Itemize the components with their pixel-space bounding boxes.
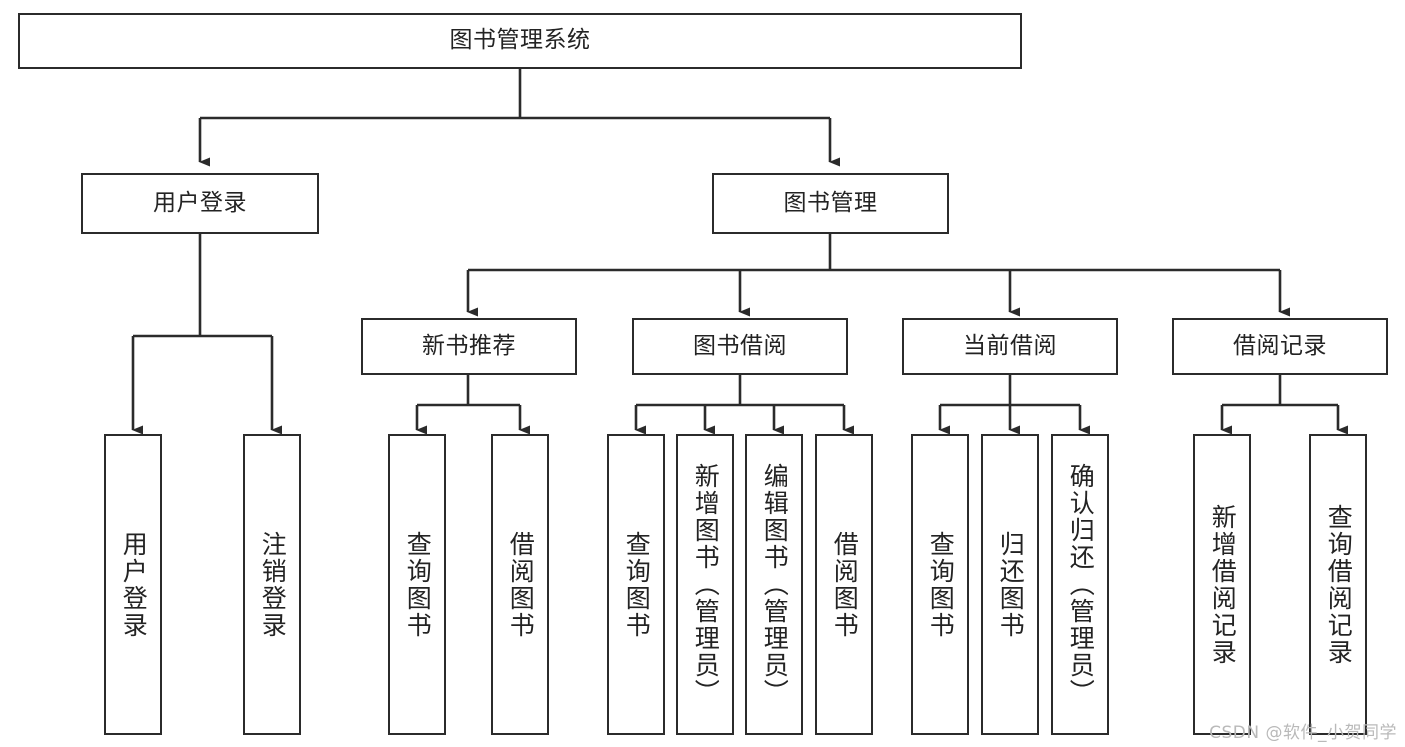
leaf-borrow-book-borrow[interactable]: 借阅图书 bbox=[815, 434, 873, 735]
node-label: 查询图书 bbox=[403, 530, 433, 639]
node-label: 新书推荐 bbox=[422, 332, 516, 359]
node-label: 借阅记录 bbox=[1233, 332, 1327, 359]
leaf-query-book-new-recommend[interactable]: 查询图书 bbox=[388, 434, 446, 735]
leaf-user-login[interactable]: 用户登录 bbox=[104, 434, 162, 735]
node-label: 借阅图书 bbox=[830, 530, 860, 639]
node-label: 图书借阅 bbox=[693, 332, 787, 359]
node-label: 查询借阅记录 bbox=[1324, 503, 1354, 666]
node-root-book-management-system[interactable]: 图书管理系统 bbox=[18, 13, 1022, 69]
node-label: 编辑图书（管理员） bbox=[760, 463, 790, 706]
leaf-query-borrow-record[interactable]: 查询借阅记录 bbox=[1309, 434, 1367, 735]
node-label: 确认归还（管理员） bbox=[1066, 463, 1096, 706]
node-current-borrow[interactable]: 当前借阅 bbox=[902, 318, 1118, 375]
node-label: 当前借阅 bbox=[963, 332, 1057, 359]
node-label: 图书管理系统 bbox=[449, 27, 591, 54]
node-label: 注销登录 bbox=[258, 530, 288, 639]
node-book-management[interactable]: 图书管理 bbox=[712, 173, 949, 234]
node-book-borrow[interactable]: 图书借阅 bbox=[632, 318, 848, 375]
leaf-return-book[interactable]: 归还图书 bbox=[981, 434, 1039, 735]
node-label: 借阅图书 bbox=[506, 530, 536, 639]
csdn-watermark: CSDN @软件_小贺同学 bbox=[1209, 723, 1397, 743]
node-label: 新增借阅记录 bbox=[1208, 503, 1238, 666]
node-label: 查询图书 bbox=[622, 530, 652, 639]
node-new-book-recommend[interactable]: 新书推荐 bbox=[361, 318, 577, 375]
node-label: 图书管理 bbox=[783, 189, 878, 216]
node-label: 归还图书 bbox=[996, 530, 1026, 639]
leaf-add-borrow-record[interactable]: 新增借阅记录 bbox=[1193, 434, 1251, 735]
leaf-logout-login[interactable]: 注销登录 bbox=[243, 434, 301, 735]
node-label: 查询图书 bbox=[926, 530, 956, 639]
leaf-add-book-admin[interactable]: 新增图书（管理员） bbox=[676, 434, 734, 735]
leaf-edit-book-admin[interactable]: 编辑图书（管理员） bbox=[745, 434, 803, 735]
leaf-query-book-current[interactable]: 查询图书 bbox=[911, 434, 969, 735]
node-label: 新增图书（管理员） bbox=[691, 463, 721, 706]
leaf-confirm-return-admin[interactable]: 确认归还（管理员） bbox=[1051, 434, 1109, 735]
node-user-login[interactable]: 用户登录 bbox=[81, 173, 319, 234]
node-label: 用户登录 bbox=[153, 189, 247, 216]
node-label: 用户登录 bbox=[119, 530, 149, 639]
leaf-query-book-borrow[interactable]: 查询图书 bbox=[607, 434, 665, 735]
leaf-borrow-book-new-recommend[interactable]: 借阅图书 bbox=[491, 434, 549, 735]
node-borrow-record[interactable]: 借阅记录 bbox=[1172, 318, 1388, 375]
